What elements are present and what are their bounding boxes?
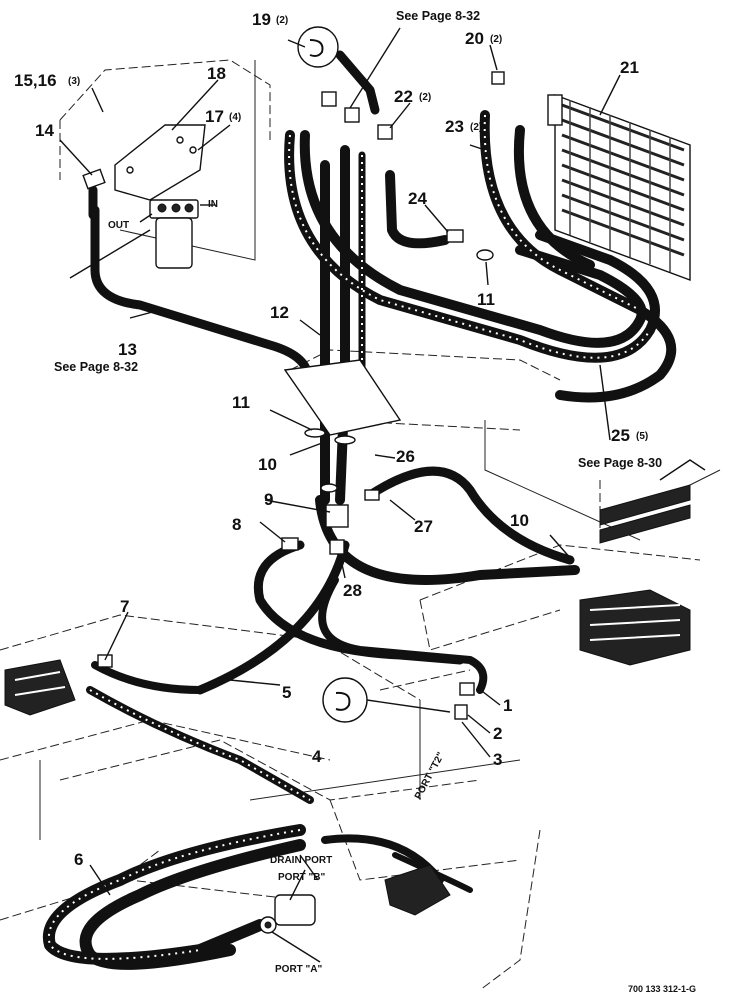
label-out: OUT [108, 220, 129, 231]
callout-24: 24 [408, 189, 427, 208]
callout-22: 22 [394, 87, 413, 106]
qty-22: (2) [419, 92, 431, 103]
callout-26: 26 [396, 447, 415, 466]
callout-23: 23 [445, 117, 464, 136]
ref-filter: See Page 8-32 [54, 360, 138, 374]
qty-15-16: (3) [68, 76, 80, 87]
fittings [82, 71, 505, 720]
callout-11-upper: 11 [477, 290, 495, 309]
qty-20: (2) [490, 34, 502, 45]
callout-6: 6 [74, 850, 83, 869]
ref-pump: See Page 8-30 [578, 456, 662, 470]
callout-2: 2 [493, 724, 502, 743]
bulkhead-plate [283, 359, 402, 436]
callout-7: 7 [120, 597, 129, 616]
callout-15-16: 15,16 [14, 71, 57, 90]
hose-wrap-texture [47, 114, 651, 960]
drawing-number: 700 133 312-1-G [628, 984, 696, 994]
label-port-t2: PORT "T2" [413, 750, 447, 801]
hydraulic-motor-lower [259, 864, 451, 934]
hydraulic-motor-left [4, 659, 76, 716]
callout-17: 17 [205, 107, 224, 126]
label-drain-port: DRAIN PORT [270, 855, 332, 866]
callout-10-left: 10 [258, 455, 277, 474]
qty-25: (5) [636, 431, 648, 442]
pump-assembly [579, 484, 691, 666]
qty-19: (2) [276, 15, 288, 26]
callout-3: 3 [493, 750, 502, 769]
callout-8: 8 [232, 515, 241, 534]
qty-17: (4) [229, 112, 241, 123]
page-references: See Page 8-32 See Page 8-32 See Page 8-3… [54, 9, 662, 470]
label-port-b: PORT "B" [278, 872, 326, 883]
callouts: 15,16 (3) 18 17 (4) 14 19 (2) 20 (2) 21 … [14, 10, 648, 869]
callout-5: 5 [282, 683, 291, 702]
callout-9: 9 [264, 490, 273, 509]
mounting-bracket [114, 124, 206, 201]
callout-11-lower: 11 [232, 393, 250, 412]
callout-25: 25 [611, 426, 630, 445]
detail-circle-4 [322, 677, 451, 723]
callout-12: 12 [270, 303, 289, 322]
qty-23: (2) [470, 122, 482, 133]
callout-4: 4 [312, 747, 322, 766]
callout-18: 18 [207, 64, 226, 83]
label-port-a: PORT "A" [275, 964, 323, 975]
label-in: IN [208, 199, 218, 210]
oil-filter [149, 199, 199, 269]
callout-10-right: 10 [510, 511, 529, 530]
leader-lines [59, 27, 706, 963]
callout-19: 19 [252, 10, 271, 29]
ref-top: See Page 8-32 [396, 9, 480, 23]
detail-circle-19 [297, 26, 339, 68]
callout-13: 13 [118, 340, 137, 359]
oil-cooler [547, 93, 691, 282]
callout-1: 1 [503, 696, 512, 715]
callout-21: 21 [620, 58, 639, 77]
callout-14: 14 [35, 121, 54, 140]
callout-27: 27 [414, 517, 433, 536]
callout-20: 20 [465, 29, 484, 48]
callout-28: 28 [343, 581, 362, 600]
